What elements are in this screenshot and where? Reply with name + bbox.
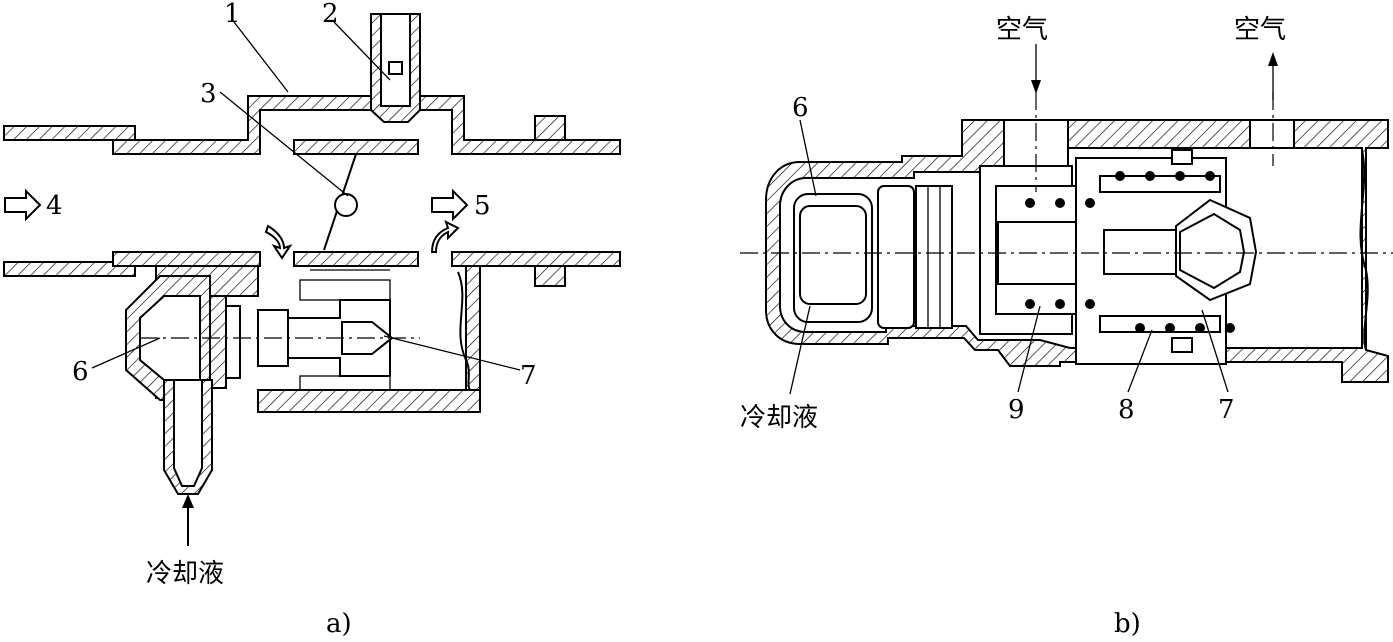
spring-coils	[1025, 171, 1235, 333]
throttle-plate	[293, 139, 419, 251]
coolant-label-a: 冷却液	[146, 559, 224, 589]
curved-arrow-up-icon	[430, 220, 460, 253]
valve-body-9	[979, 149, 1258, 365]
leader-lines-b	[789, 119, 1229, 395]
label-5: 5	[474, 191, 491, 221]
label-7: 7	[520, 361, 537, 391]
caption-a: a)	[326, 609, 352, 639]
figure-b: 6 9 8 7 空气 空气 冷却液 b)	[740, 15, 1393, 639]
coolant-arrow-icon	[182, 494, 194, 508]
coolant-label-b: 冷却液	[740, 403, 818, 433]
label-9-b: 9	[1008, 395, 1025, 425]
duct-lower-wall	[3, 251, 621, 287]
label-1: 1	[224, 0, 241, 29]
outflow-arrow-icon	[431, 188, 469, 222]
label-4: 4	[46, 191, 63, 221]
figure-a: 1 2 3 4 5 6 7 冷却液 a)	[3, 0, 621, 639]
label-8-b: 8	[1118, 395, 1135, 425]
label-7-b: 7	[1218, 395, 1235, 425]
leader-lines-a	[91, 21, 521, 371]
air-out-label: 空气	[1234, 15, 1286, 45]
curved-arrow-down-icon	[264, 224, 293, 260]
air-in-label: 空气	[996, 15, 1048, 45]
duct-upper-wall	[3, 13, 621, 155]
label-3: 3	[200, 79, 217, 109]
air-out-arrow-icon	[1268, 52, 1278, 66]
valve-housing	[125, 265, 481, 495]
centerlines-b	[740, 44, 1393, 254]
caption-b: b)	[1114, 609, 1141, 639]
label-2: 2	[322, 0, 339, 29]
flow-arrows-a	[4, 188, 469, 546]
label-6: 6	[72, 357, 89, 387]
air-in-arrow-icon	[1031, 80, 1041, 94]
label-6-b: 6	[792, 93, 809, 123]
wax-element-6	[793, 185, 953, 329]
intake-arrow-icon	[4, 188, 42, 222]
